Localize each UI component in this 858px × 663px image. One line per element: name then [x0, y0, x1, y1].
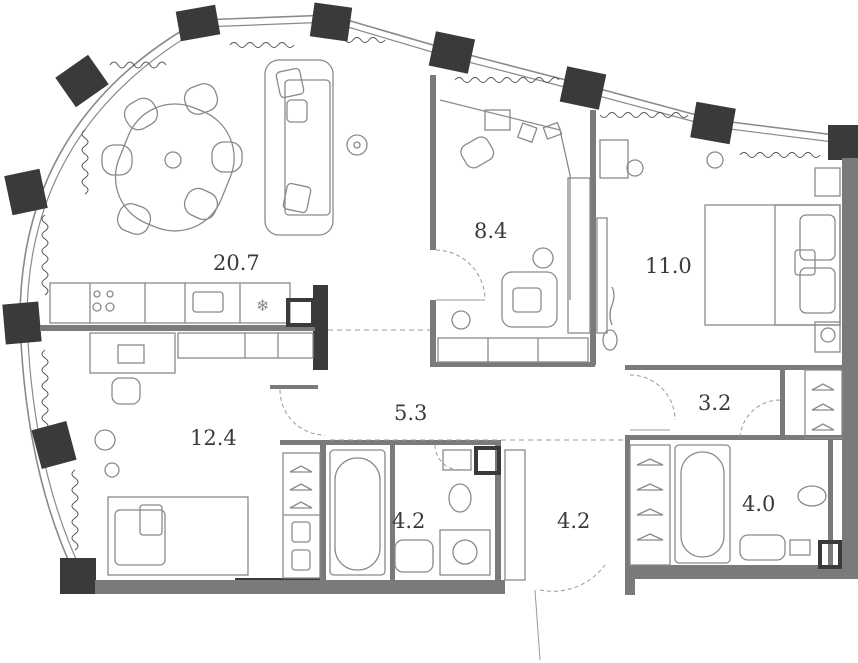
- laptop-icon: [117, 344, 145, 364]
- ball-icon: [94, 429, 116, 451]
- plant-icon: [706, 151, 724, 169]
- washing-machine-icon: [439, 529, 491, 576]
- hob-icon: [92, 290, 115, 312]
- bathtub-icon: [329, 449, 386, 576]
- area-labels: 20.7 12.4 8.4 11.0 5.3 4.2 4.2 3.2 4.0: [190, 219, 775, 533]
- walls: [40, 75, 858, 595]
- area-label-hallway: 5.3: [394, 401, 427, 425]
- furniture: ❄: [49, 59, 843, 581]
- toilet-icon: [448, 483, 472, 513]
- area-label-bedroom-small: 12.4: [190, 426, 237, 450]
- wardrobe-hanger-icon: [629, 444, 671, 566]
- area-label-bedroom-main: 11.0: [645, 254, 692, 278]
- zone-boundaries: [328, 329, 625, 441]
- laptop-icon: [484, 109, 511, 131]
- area-label-living: 20.7: [213, 251, 260, 275]
- ottoman: [346, 134, 368, 156]
- teddy-bear-icon: [104, 462, 120, 478]
- sofa-icon: [264, 59, 334, 236]
- area-label-corridor: 3.2: [698, 391, 731, 415]
- desk-chair-icon: [111, 377, 141, 405]
- area-label-bathroom-2: 4.0: [742, 492, 775, 516]
- bed-icon: [704, 204, 841, 326]
- area-label-study: 8.4: [474, 219, 507, 243]
- sink-icon: [394, 539, 434, 573]
- desk-chair-icon: [460, 136, 495, 169]
- sink-icon: [192, 291, 224, 313]
- facade-windows: [19, 14, 836, 576]
- armchair-icon: [501, 271, 558, 328]
- curtains: [41, 37, 821, 551]
- kitchen-counter-icon: ❄: [49, 282, 315, 327]
- wardrobe-hanger-icon: [282, 452, 321, 579]
- bed-icon: [107, 496, 249, 576]
- area-label-bathroom-1: 4.2: [392, 509, 425, 533]
- bookshelf-icon: [437, 337, 589, 363]
- toilet-icon: [442, 449, 472, 471]
- door-swing-icon: [279, 249, 781, 661]
- sink-icon: [739, 534, 786, 561]
- bathtub-icon: [674, 444, 731, 564]
- bookshelf-icon: [567, 177, 591, 334]
- freezer-icon: ❄: [256, 296, 269, 315]
- violin-icon: [609, 286, 615, 326]
- toilet-icon: [797, 485, 827, 507]
- dining-table-icon: [101, 83, 243, 235]
- area-label-entry: 4.2: [557, 509, 590, 533]
